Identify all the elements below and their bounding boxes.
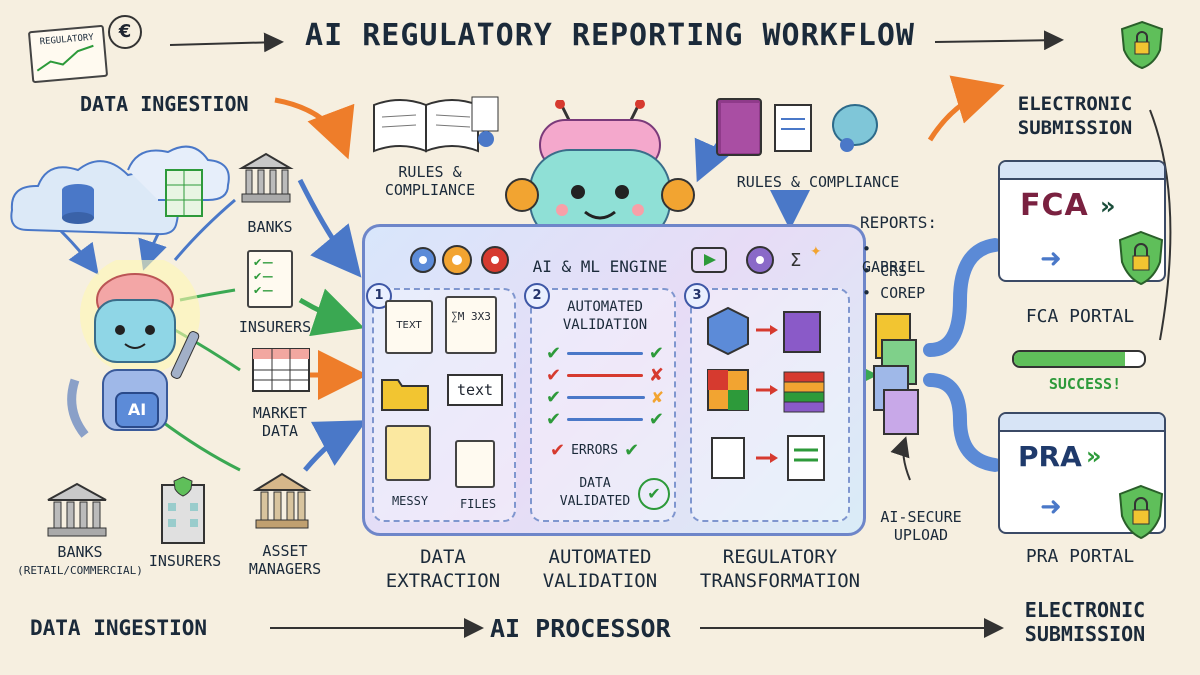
regulatory-doc-icon: REGULATORY xyxy=(27,24,109,84)
transform-cubes-icon xyxy=(702,300,842,504)
pra-logo: PRA xyxy=(1018,440,1082,473)
extracted-text-box: text xyxy=(447,374,503,406)
report-item-corep: • COREP xyxy=(862,284,926,302)
check-icon: ✔ xyxy=(624,440,640,461)
pra-window-titlebar xyxy=(1000,414,1164,432)
report-item-crs: • CRS xyxy=(862,262,908,280)
extraction-doc-math-label: ∑M 3X3 xyxy=(451,310,491,323)
ai-badge: AI xyxy=(115,392,159,428)
stage-3-number: 3 xyxy=(684,283,710,309)
fca-arrow-icon: ➜ xyxy=(1040,244,1062,274)
report-name: COREP xyxy=(880,284,926,302)
report-item-gabriel: • GABRIEL xyxy=(862,240,926,276)
success-label: SUCCESS! xyxy=(1048,375,1122,393)
report-name: GABRIEL xyxy=(862,258,926,276)
engine-label: AI & ML ENGINE xyxy=(532,257,668,276)
cross-icon: ✔ xyxy=(546,364,562,386)
insurers-building-icon xyxy=(158,475,208,549)
source-market-data-label: MARKET DATA xyxy=(252,404,308,440)
check-icon: ✔ xyxy=(546,342,562,364)
errors-label: ERRORS xyxy=(571,442,619,458)
asset-managers-icon xyxy=(252,470,312,536)
validation-checklist: ✔✔ ✔✘ ✔✘ ✔✔ xyxy=(546,342,664,430)
cloud-database-icon xyxy=(8,130,238,254)
rules-right-label: RULES & COMPLIANCE xyxy=(736,173,900,191)
source-banks-label: BANKS xyxy=(247,218,293,236)
messy-docs-icon xyxy=(385,425,431,481)
pra-portal-label: PRA PORTAL xyxy=(1025,546,1135,567)
stage-2-number: 2 xyxy=(524,283,550,309)
check-icon: ✔ xyxy=(546,386,562,408)
cross-icon: ✘ xyxy=(648,364,664,386)
page-title: AI REGULATORY REPORTING WORKFLOW xyxy=(305,18,915,53)
engine-gears-icon xyxy=(405,240,515,284)
check-icon: ✔ xyxy=(648,342,664,364)
rules-book-icon xyxy=(370,95,500,159)
errors-row: ✔ ERRORS ✔ xyxy=(550,440,639,461)
warning-icon: ✘ xyxy=(650,387,664,407)
bottom-asset-managers-label: ASSET MANAGERS xyxy=(248,542,322,578)
ai-robot-mascot xyxy=(55,255,225,484)
pra-portal-window[interactable]: PRA » ➜ xyxy=(998,412,1166,534)
ml-robot-icon xyxy=(500,99,700,254)
svg-text:Σ: Σ xyxy=(790,250,801,271)
ingestion-header: DATA INGESTION xyxy=(80,92,249,116)
report-name: CRS xyxy=(880,262,908,280)
check-icon: ✔ xyxy=(546,408,562,430)
bottom-banks-label: BANKS xyxy=(57,543,103,561)
svg-text:✦: ✦ xyxy=(810,244,822,260)
euro-icon: € xyxy=(108,15,142,49)
title-shield-icon xyxy=(1120,20,1164,74)
extraction-doc-math: ∑M 3X3 xyxy=(445,296,497,354)
rules-right-icons xyxy=(715,95,885,169)
fca-chevron-icon: » xyxy=(1100,192,1116,220)
fca-shield-icon xyxy=(1118,230,1164,290)
validation-caption: AUTOMATED VALIDATION xyxy=(542,546,658,592)
success-progress-fill xyxy=(1014,352,1125,366)
bottom-flow-submission: ELECTRONIC SUBMISSION xyxy=(1024,598,1146,646)
data-validated-label: DATA VALIDATED xyxy=(559,476,631,509)
messy-label: MESSY xyxy=(391,494,429,508)
success-progress-bar xyxy=(1012,350,1146,368)
bank-icon xyxy=(238,150,294,210)
report-stack-icon xyxy=(868,310,928,444)
files-doc-icon xyxy=(455,440,495,488)
extraction-doc-text-label: TEXT xyxy=(396,320,422,331)
source-insurers-label: INSURERS xyxy=(238,318,312,336)
insurers-checklist-icon: ✔—✔—✔— xyxy=(247,250,293,308)
upload-label: AI-SECURE UPLOAD xyxy=(880,508,962,544)
folder-icon xyxy=(380,372,430,416)
pra-arrow-icon: ➜ xyxy=(1040,492,1062,522)
bottom-flow-ingestion: DATA INGESTION xyxy=(30,616,208,640)
stage-1-number: 1 xyxy=(366,283,392,309)
bottom-flow-processor: AI PROCESSOR xyxy=(490,614,671,643)
submission-header: ELECTRONIC SUBMISSION xyxy=(1017,93,1133,139)
bottom-insurers-label: INSURERS xyxy=(148,552,222,570)
bottom-bank-icon xyxy=(44,480,110,542)
rules-left-label: RULES & COMPLIANCE xyxy=(384,163,476,199)
error-check-icon: ✔ xyxy=(550,440,566,461)
pra-shield-icon xyxy=(1118,484,1164,544)
fca-window-titlebar xyxy=(1000,162,1164,180)
extraction-doc-text: TEXT xyxy=(385,300,433,354)
engine-tools-icon: Σ✦ xyxy=(690,240,830,284)
reports-header: REPORTS: xyxy=(860,213,938,232)
transformation-caption: REGULATORY TRANSFORMATION xyxy=(699,546,861,592)
ai-ml-engine-panel xyxy=(362,224,866,536)
files-label: FILES xyxy=(459,497,497,511)
pra-chevron-icon: » xyxy=(1086,442,1102,470)
validation-title: AUTOMATED VALIDATION xyxy=(562,299,648,333)
check-icon: ✔ xyxy=(648,408,664,430)
fca-logo: FCA xyxy=(1020,188,1089,223)
extraction-caption: DATA EXTRACTION xyxy=(385,546,501,592)
fca-portal-label: FCA PORTAL xyxy=(1025,306,1135,327)
validated-check-icon: ✔ xyxy=(638,478,670,510)
market-data-spreadsheet-icon xyxy=(252,348,310,396)
bottom-banks-sublabel: (RETAIL/COMMERCIAL) xyxy=(17,564,143,577)
